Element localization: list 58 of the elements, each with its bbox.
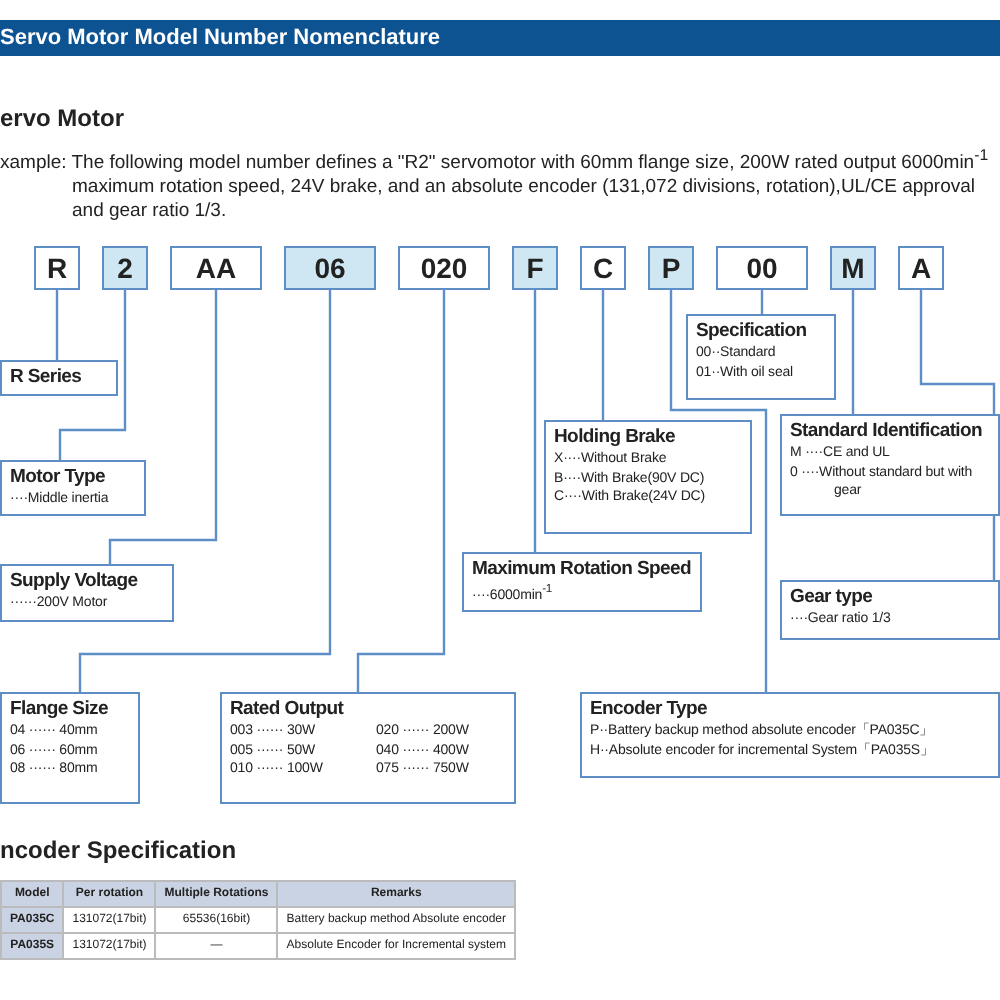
box-title: Standard Identification bbox=[790, 420, 985, 444]
header-bar: Servo Motor Model Number Nomenclature bbox=[0, 20, 1000, 56]
connector-line bbox=[760, 290, 764, 314]
box-title: Encoder Type bbox=[590, 698, 710, 722]
model-code: 020 bbox=[420, 252, 468, 284]
box-title: Specification bbox=[696, 320, 809, 344]
code-box bbox=[716, 246, 808, 290]
code-box bbox=[898, 246, 944, 290]
description-box bbox=[220, 692, 516, 804]
box-title: R Series bbox=[10, 366, 84, 390]
model-code: 00 bbox=[746, 252, 778, 284]
description-box bbox=[0, 692, 140, 804]
code-box bbox=[512, 246, 558, 290]
connector-line bbox=[851, 290, 855, 414]
model-code: AA bbox=[195, 252, 237, 284]
example-paragraph: xample: The following model number defines a "R2" servomotor with 60mm flange size, 200W rated output 6000min$^{-1}$ maximum rotation speed, 24V brake, and an absolute encoder (131,072 divisions, rotation),UL/CE approval and gear ratio 1/3. bbox=[0, 144, 991, 225]
connector-line bbox=[78, 290, 332, 692]
box-title: Gear type bbox=[790, 586, 875, 610]
connector-line bbox=[601, 290, 605, 420]
code-box bbox=[830, 246, 876, 290]
model-code: 06 bbox=[314, 252, 346, 284]
section-heading: ncoder Specification bbox=[0, 836, 237, 864]
box-title: Motor Type bbox=[10, 466, 107, 490]
connector-line bbox=[669, 290, 768, 692]
connector-line bbox=[533, 290, 537, 552]
code-box bbox=[398, 246, 490, 290]
description-box bbox=[686, 314, 836, 400]
code-box bbox=[648, 246, 694, 290]
connector-line bbox=[55, 290, 59, 360]
code-box bbox=[102, 246, 148, 290]
connector-line bbox=[108, 290, 218, 564]
connector-line bbox=[58, 290, 127, 460]
box-title: Holding Brake bbox=[554, 426, 677, 450]
box-title: Flange Size bbox=[10, 698, 110, 722]
description-box bbox=[462, 552, 702, 612]
box-title: Supply Voltage bbox=[10, 570, 140, 594]
model-code: P bbox=[661, 252, 681, 284]
code-box bbox=[284, 246, 376, 290]
model-code: 2 bbox=[117, 252, 133, 284]
description-box bbox=[580, 692, 1000, 778]
section-heading: ervo Motor bbox=[0, 104, 125, 132]
description-box bbox=[780, 580, 1000, 640]
model-code: C bbox=[592, 252, 614, 284]
description-box bbox=[0, 564, 174, 622]
code-box bbox=[580, 246, 626, 290]
box-title: Rated Output bbox=[230, 698, 346, 722]
connector-line bbox=[356, 290, 446, 692]
box-title: Maximum Rotation Speed bbox=[472, 558, 692, 582]
code-box bbox=[34, 246, 80, 290]
code-box bbox=[170, 246, 262, 290]
description-box bbox=[544, 420, 752, 534]
model-code: F bbox=[526, 252, 544, 284]
description-box bbox=[0, 360, 118, 396]
model-code: A bbox=[910, 252, 932, 284]
model-code: R bbox=[46, 252, 68, 284]
description-box bbox=[780, 414, 1000, 516]
description-box bbox=[0, 460, 146, 516]
model-code: M bbox=[841, 252, 865, 284]
